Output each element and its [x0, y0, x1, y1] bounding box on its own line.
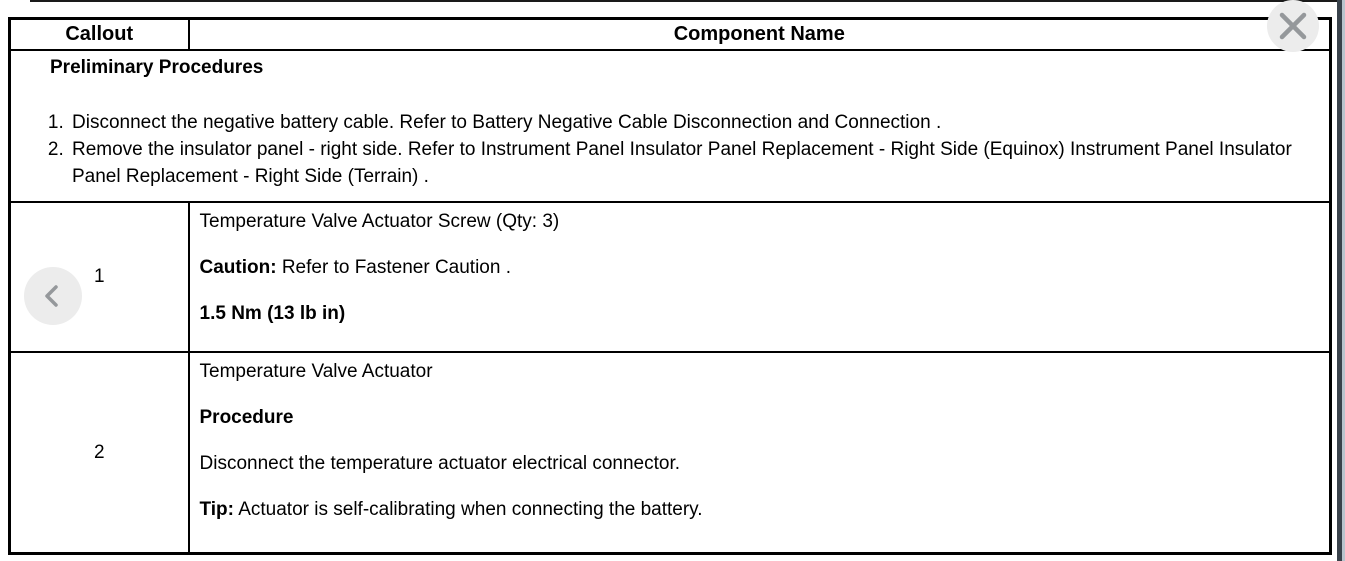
- top-divider-line: [30, 0, 1337, 2]
- component-description-cell: Temperature Valve Actuator Screw (Qty: 3…: [187, 201, 1332, 353]
- table-row: 1 Temperature Valve Actuator Screw (Qty:…: [8, 201, 1332, 353]
- preliminary-procedures-cell: Preliminary Procedures Disconnect the ne…: [8, 49, 1332, 203]
- close-icon: [1279, 12, 1307, 40]
- component-line: Caution: Refer to Fastener Caution .: [199, 257, 512, 278]
- preliminary-step: Disconnect the negative battery cable. R…: [69, 109, 1313, 136]
- preliminary-procedures-row: Preliminary Procedures Disconnect the ne…: [8, 49, 1332, 203]
- preliminary-steps-list: Disconnect the negative battery cable. R…: [19, 109, 1319, 190]
- previous-button[interactable]: [24, 267, 82, 325]
- component-name-column-header: Component Name: [187, 17, 1332, 51]
- preliminary-procedures-title: Preliminary Procedures: [50, 57, 264, 78]
- table-header-row: Callout Component Name: [8, 17, 1332, 51]
- component-line: Temperature Valve Actuator: [199, 361, 433, 382]
- component-line: Temperature Valve Actuator Screw (Qty: 3…: [199, 211, 560, 232]
- component-line: Disconnect the temperature actuator elec…: [199, 453, 681, 474]
- component-line: Tip: Actuator is self-calibrating when c…: [199, 499, 703, 520]
- table-row: 2 Temperature Valve Actuator Procedure D…: [8, 351, 1332, 555]
- component-line: Procedure: [199, 407, 294, 428]
- preliminary-step: Remove the insulator panel - right side.…: [69, 136, 1313, 190]
- right-edge-bar: [1337, 0, 1342, 561]
- callout-number: 2: [8, 351, 190, 555]
- right-edge-highlight: [1342, 0, 1345, 561]
- chevron-left-icon: [45, 285, 58, 307]
- close-button[interactable]: [1267, 0, 1319, 52]
- component-description-cell: Temperature Valve Actuator Procedure Dis…: [187, 351, 1332, 555]
- callout-column-header: Callout: [8, 17, 190, 51]
- component-line: 1.5 Nm (13 lb in): [199, 303, 346, 324]
- component-callout-table: Callout Component Name Preliminary Proce…: [8, 17, 1332, 555]
